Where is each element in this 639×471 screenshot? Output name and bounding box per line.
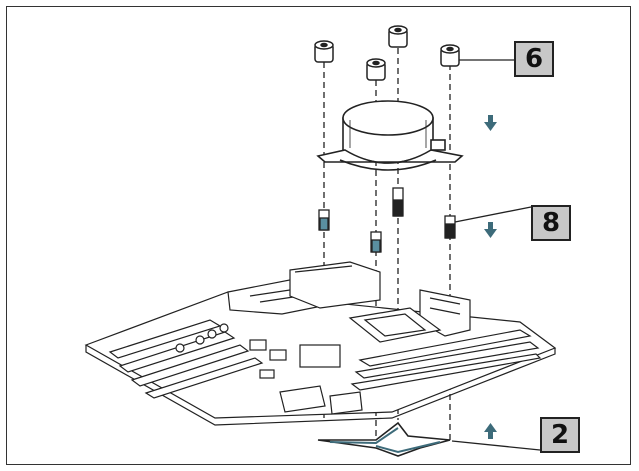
leader-line-2	[451, 440, 541, 451]
cpu-cooler	[316, 100, 464, 171]
screws	[314, 25, 460, 81]
callout-label-8: 8	[531, 205, 571, 241]
motherboard	[84, 261, 557, 426]
screw	[388, 25, 408, 48]
down-arrow-icon	[484, 115, 497, 131]
standoff	[392, 187, 404, 217]
screw	[440, 44, 460, 67]
diagram-frame	[6, 6, 631, 465]
standoffs	[318, 187, 456, 253]
screw	[314, 40, 334, 63]
callout-label-6: 6	[514, 41, 554, 77]
screw	[366, 58, 386, 81]
standoff	[370, 231, 382, 253]
standoff	[444, 215, 456, 239]
leader-line-8	[454, 206, 532, 223]
back-plate	[317, 421, 451, 457]
up-arrow-icon	[484, 423, 497, 439]
callout-label-2: 2	[540, 417, 580, 453]
standoff	[318, 209, 330, 231]
down-arrow-icon	[484, 222, 497, 238]
